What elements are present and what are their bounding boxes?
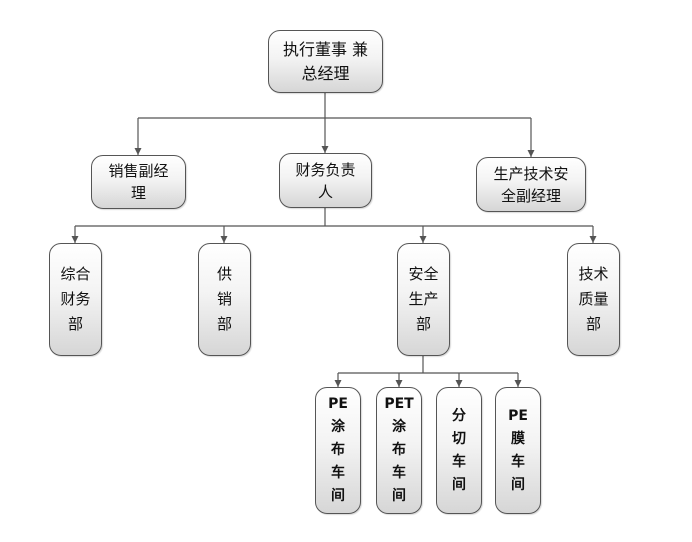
finance-head-label: 财务负责 人	[295, 160, 356, 201]
general-finance-dept-label: 综合 财务 部	[60, 265, 91, 333]
pe-film-workshop-label: PE 膜 车 间	[508, 407, 528, 493]
ceo-label: 执行董事 兼 总经理	[282, 39, 369, 83]
slitting-workshop-label: 分 切 车 间	[452, 407, 466, 493]
finance-head-box: 财务负责 人	[279, 153, 372, 208]
safety-production-dept-box: 安全 生产 部	[397, 243, 450, 356]
pe-coating-workshop-label: PE 涂 布 车 间	[328, 396, 348, 504]
supply-sales-dept-box: 供 销 部	[198, 243, 251, 356]
pet-coating-workshop-label: PET 涂 布 车 间	[384, 396, 414, 504]
ceo-box: 执行董事 兼 总经理	[268, 30, 383, 93]
tech-quality-dept-box: 技术 质量 部	[567, 243, 620, 356]
safety-production-dept-label: 安全 生产 部	[408, 265, 439, 333]
general-finance-dept-box: 综合 财务 部	[49, 243, 102, 356]
supply-sales-dept-label: 供 销 部	[216, 265, 232, 333]
pe-film-workshop-box: PE 膜 车 间	[495, 387, 541, 514]
production-vp-label: 生产技术安 全副经理	[493, 164, 569, 205]
production-vp-box: 生产技术安 全副经理	[476, 157, 586, 212]
pet-coating-workshop-box: PET 涂 布 车 间	[376, 387, 422, 514]
sales-vp-box: 销售副经 理	[91, 155, 186, 209]
slitting-workshop-box: 分 切 车 间	[436, 387, 482, 514]
tech-quality-dept-label: 技术 质量 部	[578, 265, 609, 333]
pe-coating-workshop-box: PE 涂 布 车 间	[315, 387, 361, 514]
sales-vp-label: 销售副经 理	[108, 162, 169, 202]
